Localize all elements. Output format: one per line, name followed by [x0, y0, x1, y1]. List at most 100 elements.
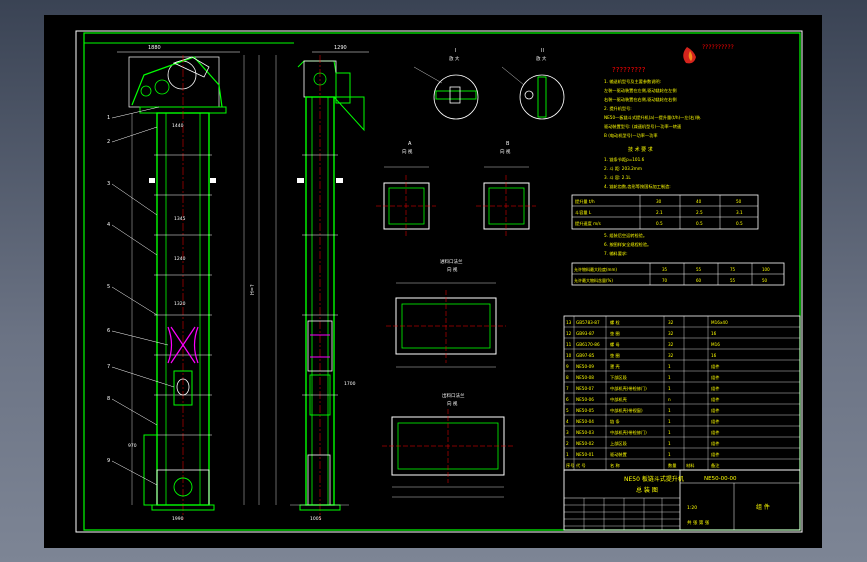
bom-cell: 组件 — [711, 429, 719, 436]
svg-text:100: 100 — [762, 267, 770, 272]
svg-text:75: 75 — [730, 267, 736, 272]
front-view: 1880 — [107, 45, 277, 522]
svg-text:NE50—板链斗式提升机(a)—提升量(t/h)—左(右)装: NE50—板链斗式提升机(a)—提升量(t/h)—左(右)装. — [604, 114, 702, 121]
dim-width-2: 1345 — [174, 216, 186, 222]
bom-cell: M16 — [711, 342, 720, 347]
title-drawing-type: 总 装 图 — [636, 486, 658, 494]
svg-text:向 视: 向 视 — [402, 148, 413, 155]
callout-6: 6 — [107, 328, 110, 334]
bom-cell: 中部机壳(带视窗) — [610, 407, 643, 414]
bom-cell: 组件 — [711, 418, 719, 425]
dim-side-top: 1290 — [334, 45, 347, 51]
bom-cell: 组件 — [711, 385, 719, 392]
motor — [335, 72, 351, 104]
callout-9: 9 — [107, 458, 110, 464]
callout-8: 8 — [107, 396, 110, 402]
svg-text:0.5: 0.5 — [696, 221, 703, 226]
bom-cell: 上部区段 — [610, 440, 628, 447]
svg-text:3. 斗 容: 2.1L: 3. 斗 容: 2.1L — [604, 174, 631, 181]
svg-text:0.5: 0.5 — [656, 221, 663, 226]
svg-text:进料口法兰: 进料口法兰 — [440, 258, 463, 265]
dim-base-left: 970 — [128, 443, 137, 449]
notes-block: 1. 输送机型号及主要参数说明: 左装—驱动装置在左侧,驱动链轮在左侧 右装—驱… — [604, 78, 702, 257]
svg-text:6. 按图样安全规程检验。: 6. 按图样安全规程检验。 — [604, 241, 651, 248]
bom-cell: 组件 — [711, 374, 719, 381]
svg-text:50: 50 — [736, 199, 742, 204]
svg-text:斗容量 L: 斗容量 L — [575, 209, 592, 216]
section-B: B 向 视 — [476, 141, 536, 237]
bulk-material-table: 允许物料最大粒度(mm) 35 55 75 100 允许最大物料含量(%) 70… — [571, 262, 785, 286]
inspection-window — [167, 326, 199, 364]
svg-text:2.5: 2.5 — [696, 210, 703, 215]
bom-cell: 10 — [566, 353, 572, 358]
bom-cell: 1 — [668, 375, 671, 380]
bom-header-cell: 备注 — [711, 462, 720, 469]
bom-header-cell: 材料 — [686, 462, 695, 469]
svg-text:40: 40 — [696, 199, 702, 204]
callout-7: 7 — [107, 364, 110, 370]
dim-top-width: 1880 — [148, 45, 161, 51]
dim-width-3: 1240 — [174, 256, 186, 262]
bom-cell: 32 — [668, 331, 674, 336]
svg-text:50: 50 — [762, 278, 768, 283]
dim-bottom-base: 1990 — [172, 516, 184, 522]
bom-cell: 1 — [566, 452, 569, 457]
bom-cell: 13 — [566, 320, 572, 325]
bom-cell: 螺 母 — [610, 341, 620, 348]
bom-cell: NE50-04 — [576, 419, 594, 424]
svg-text:出料口法兰: 出料口法兰 — [442, 392, 465, 399]
svg-text:55: 55 — [696, 267, 702, 272]
parameter-table: 提升量 t/h 30 40 50 斗容量 L 2.1 2.5 3.1 提升速度 … — [571, 194, 759, 230]
bom-cell: GB93-87 — [576, 331, 595, 336]
svg-text:A: A — [408, 141, 412, 147]
dim-bottom-side: 1005 — [310, 516, 322, 522]
bom-cell: 中部机壳(带检修门) — [610, 385, 647, 392]
title-kind: 组 件 — [756, 503, 770, 511]
bom-cell: 组件 — [711, 440, 719, 447]
svg-text:I: I — [455, 48, 456, 54]
svg-text:35: 35 — [662, 267, 668, 272]
bom-cell: 3 — [566, 430, 569, 435]
dim-width-4: 1320 — [174, 301, 186, 307]
svg-text:驱动装置型号: (减速机型号)—功率—转速: 驱动装置型号: (减速机型号)—功率—转速 — [604, 123, 682, 130]
bom-cell: 32 — [668, 353, 674, 358]
svg-text:技 术 要 求: 技 术 要 求 — [628, 146, 653, 153]
bom-cell: 9 — [566, 364, 569, 369]
bom-cell: 驱动装置 — [610, 451, 627, 458]
bom-cell: NE50-06 — [576, 397, 594, 402]
bom-cell: 16 — [711, 331, 717, 336]
callout-2: 2 — [107, 139, 110, 145]
company-subtitle: ????????? — [612, 66, 646, 74]
title-block: NE50 板链斗式提升机 总 装 图 NE50-00-00 组 件 1:20 共… — [563, 469, 801, 531]
svg-text:允许最大物料含量(%): 允许最大物料含量(%) — [574, 277, 613, 283]
bom-cell: 组件 — [711, 363, 719, 370]
callout-3: 3 — [107, 181, 110, 187]
bom-cell: 下部区段 — [610, 374, 628, 381]
svg-text:II: II — [541, 48, 544, 54]
bom-cell: 32 — [668, 342, 674, 347]
svg-text:55: 55 — [730, 278, 736, 283]
title-model: NE50 板链斗式提升机 — [624, 475, 684, 483]
bom-header-cell: 名 称 — [610, 462, 620, 469]
bom-header-cell: 序号 — [566, 462, 574, 469]
title-sheet: 共 张 第 张 — [687, 519, 710, 526]
svg-text:0.5: 0.5 — [736, 221, 743, 226]
bom-cell: 2 — [566, 441, 569, 446]
bom-cell: 1 — [668, 408, 671, 413]
bom-cell: 组件 — [711, 407, 719, 414]
detail-view-II: II 放 大 — [501, 48, 565, 120]
svg-text:右装—驱动装置在右侧,驱动链轮在右侧: 右装—驱动装置在右侧,驱动链轮在右侧 — [604, 96, 677, 103]
svg-text:提升速度 m/s: 提升速度 m/s — [575, 220, 601, 227]
side-view: 1290 1700 1005 — [290, 45, 369, 522]
section-A: A 向 视 — [376, 141, 436, 237]
bom-cell: 1 — [668, 364, 671, 369]
bom-cell: 中部机壳 — [610, 396, 628, 403]
bom-cell: 7 — [566, 386, 569, 391]
bom-cell: GB97-85 — [576, 353, 595, 358]
company-name: ?????????? — [702, 44, 734, 51]
drive-guard — [131, 56, 223, 108]
bom-cell: 1 — [668, 430, 671, 435]
callout-1: 1 — [107, 115, 110, 121]
bom-cell: 组件 — [711, 396, 719, 403]
drawing-sheet: 1880 — [44, 15, 822, 548]
